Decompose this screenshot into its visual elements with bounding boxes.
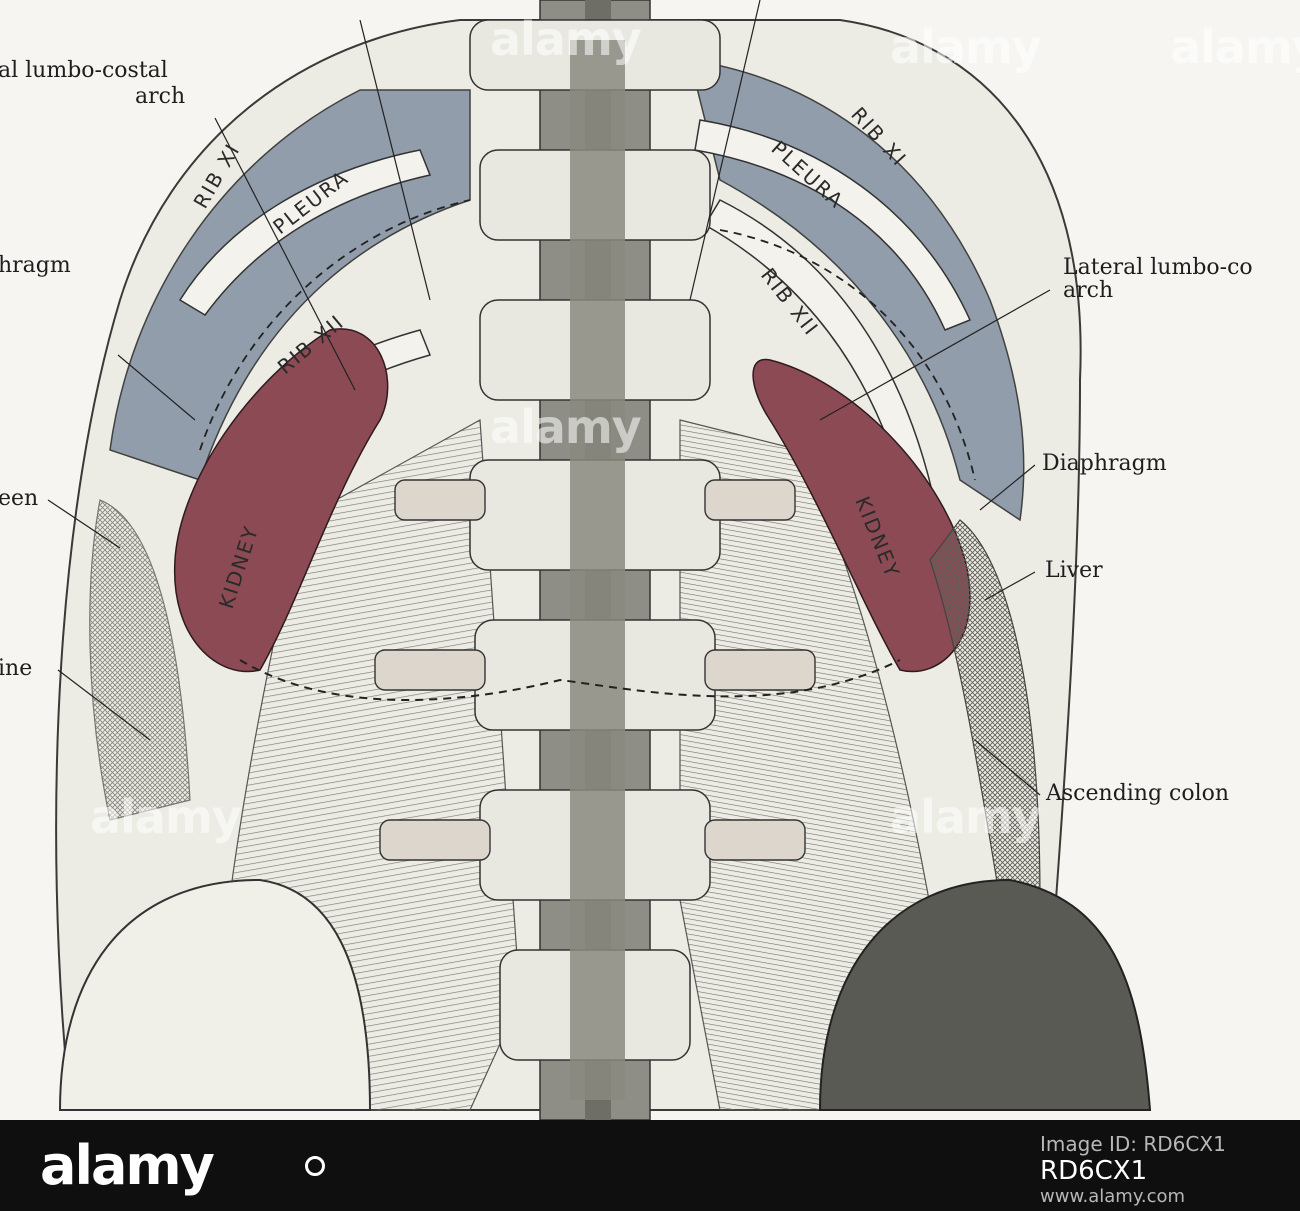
watermark-5: alamy (90, 790, 242, 844)
label-diaphragm-left: hragm (0, 253, 71, 278)
spleen-intestine-region (89, 499, 191, 821)
label-ascending-colon: Ascending colon (1046, 781, 1230, 806)
iliac-crest-right (818, 878, 1152, 1111)
label-spleen: een (0, 486, 39, 511)
label-diaphragm-right: Diaphragm (1042, 451, 1167, 476)
leader-lines (47, 0, 1051, 796)
rib-xi-left (178, 149, 432, 316)
image-id-label: Image ID: RD6CX1 (1040, 1132, 1226, 1156)
label-intestine: ine (0, 656, 33, 681)
anatomical-plate: RIB XI PLEURA RIB XII KIDNEY RIB XI PLEU… (0, 0, 1300, 1121)
watermark-3: alamy (890, 20, 1042, 74)
watermark-6: alamy (1170, 20, 1300, 74)
kidney-left (173, 328, 389, 673)
site-link[interactable]: www.alamy.com (1040, 1186, 1186, 1207)
footer-bar: alamy Image ID: RD6CX1 RD6CX1 www.alamy.… (0, 1120, 1300, 1211)
watermark-1: alamy (490, 12, 642, 66)
brand-mark-icon (305, 1156, 325, 1176)
image-id: RD6CX1 (1040, 1156, 1148, 1186)
spine-center-shadow (570, 40, 625, 1100)
brand-logo[interactable]: alamy (40, 1134, 215, 1197)
label-lateral-lumbocostal-arch-1: Lateral lumbo-co (1063, 255, 1253, 280)
label-medial-lumbocostal-arch-1: al lumbo-costal (0, 58, 168, 83)
label-medial-lumbocostal-arch-2: arch (135, 84, 186, 109)
label-liver: Liver (1045, 558, 1103, 583)
rib-xi-right (694, 119, 972, 331)
dashed-outline (239, 659, 901, 701)
label-lateral-lumbocostal-arch-2: arch (1063, 278, 1114, 303)
watermark-2: alamy (490, 400, 642, 454)
transverse-processes (374, 479, 816, 861)
dashed-outline-right-pleura (719, 229, 976, 481)
pleura-right (688, 59, 1025, 522)
iliac-crest-left (58, 878, 372, 1111)
watermark-4: alamy (890, 790, 1042, 844)
anatomy-illustration: RIB XI PLEURA RIB XII KIDNEY RIB XI PLEU… (47, 0, 1152, 1121)
kidney-right (752, 358, 971, 673)
